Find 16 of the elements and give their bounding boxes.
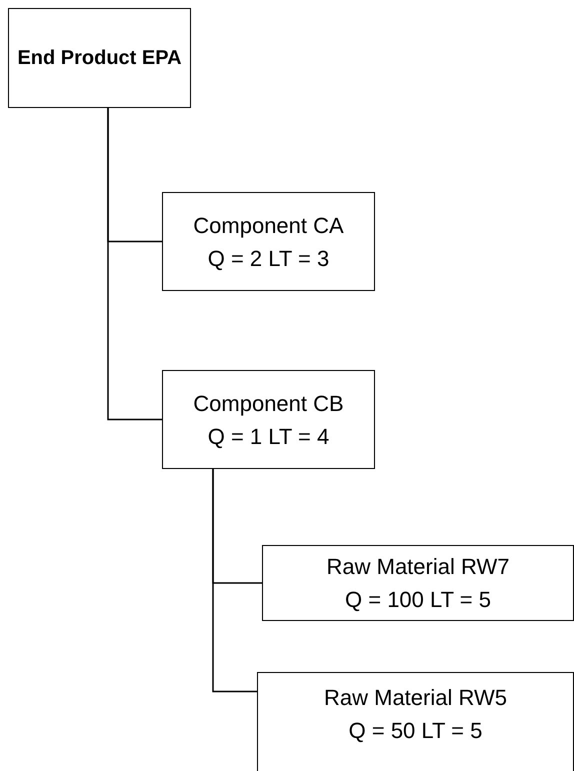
box-text: Raw Material RW5 (324, 684, 507, 712)
connector-line (212, 469, 257, 692)
process-box (162, 192, 375, 291)
box-text: Q = 50 LT = 5 (348, 717, 482, 745)
box-text: Q = 1 LT = 4 (208, 422, 330, 450)
connector-line (107, 108, 162, 420)
box-text: Q = 100 LT = 5 (345, 586, 491, 614)
box-text: Component CB (193, 390, 344, 418)
box-text: Q = 2 LT = 3 (208, 244, 330, 272)
process-box (162, 370, 375, 469)
process-box (257, 672, 574, 771)
box-text: Component CA (193, 212, 344, 240)
process-box (262, 545, 574, 621)
box-text: End Product EPA (17, 46, 182, 71)
process-box (8, 8, 191, 108)
box-text: Raw Material RW7 (326, 553, 510, 581)
